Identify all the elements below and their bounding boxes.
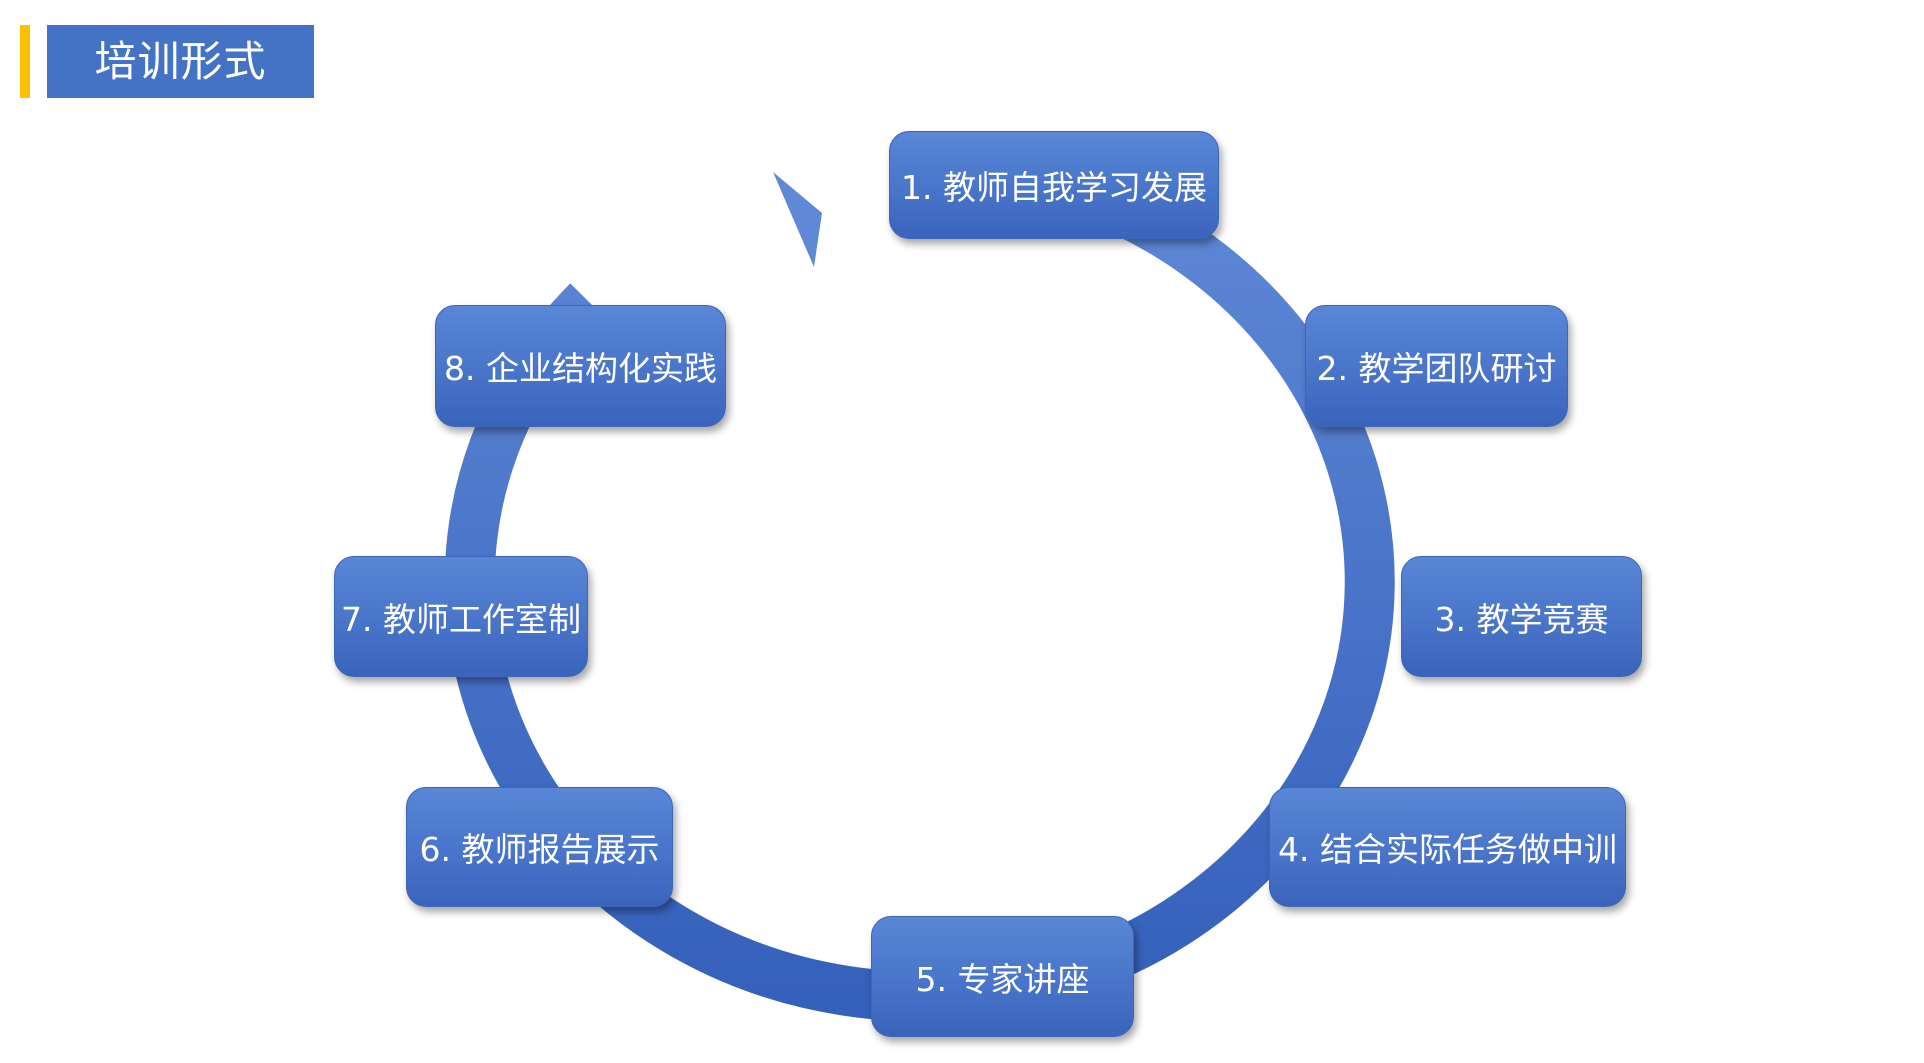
step-7-teacher-studio[interactable]: 7. 教师工作室制 (334, 556, 588, 677)
page-title: 培训形式 (47, 25, 314, 98)
step-3-teaching-contest[interactable]: 3. 教学竞赛 (1401, 556, 1642, 677)
step-6-label: 6. 教师报告展示 (419, 830, 660, 869)
step-7-label: 7. 教师工作室制 (341, 599, 581, 639)
step-3-label: 3. 教学竞赛 (1434, 599, 1609, 639)
step-5-label: 5. 专家讲座 (915, 959, 1090, 999)
step-5-expert-lecture[interactable]: 5. 专家讲座 (871, 916, 1134, 1037)
step-4-label: 4. 结合实际任务做中训 (1278, 830, 1617, 869)
step-6-teacher-report[interactable]: 6. 教师报告展示 (406, 787, 673, 907)
cycle-arrow-head (773, 172, 822, 267)
title-accent-bar (20, 25, 30, 98)
step-1-self-learning[interactable]: 1. 教师自我学习发展 (889, 131, 1219, 239)
step-1-label: 1. 教师自我学习发展 (901, 168, 1207, 207)
step-4-task-based-training[interactable]: 4. 结合实际任务做中训 (1269, 787, 1626, 907)
step-2-team-discussion[interactable]: 2. 教学团队研讨 (1305, 305, 1568, 427)
step-8-label: 8. 企业结构化实践 (444, 349, 717, 388)
step-8-enterprise-practice[interactable]: 8. 企业结构化实践 (435, 305, 726, 427)
step-2-label: 2. 教学团队研讨 (1316, 349, 1557, 388)
